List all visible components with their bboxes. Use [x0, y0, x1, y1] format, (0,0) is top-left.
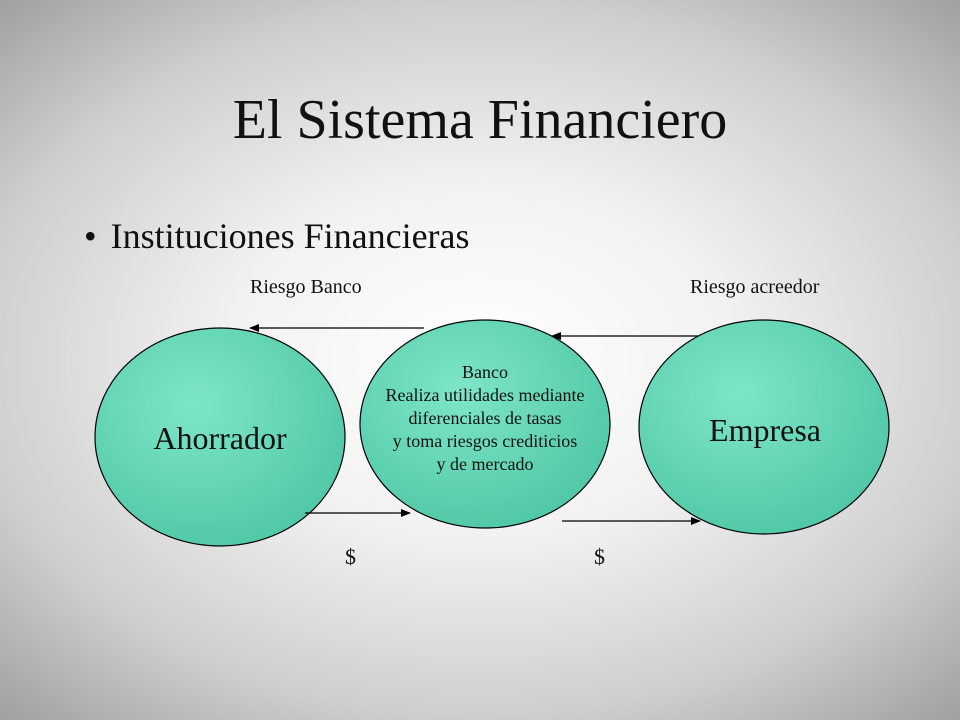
saver-label: Ahorrador — [153, 420, 287, 456]
company-ellipse — [638, 319, 890, 535]
slide-title: El Sistema Financiero — [232, 89, 728, 151]
bank-line: diferenciales de tasas — [408, 408, 562, 428]
bullet-dot: • — [84, 216, 97, 256]
risk-creditor-label: Riesgo acreedor — [690, 276, 820, 298]
bank-line: Banco — [462, 362, 508, 382]
bank-line: y de mercado — [436, 454, 534, 474]
bank-line: y toma riesgos crediticios — [392, 431, 578, 451]
risk-bank-label: Riesgo Banco — [250, 276, 362, 298]
bullet-item: • Instituciones Financieras — [84, 218, 470, 254]
money-label-left: $ — [345, 544, 356, 569]
company-label: Empresa — [709, 412, 821, 448]
bank-line: Realiza utilidades mediante — [385, 385, 585, 405]
saver-ellipse — [94, 327, 346, 547]
bank-description: Banco Realiza utilidades mediante difere… — [340, 361, 630, 476]
money-label-right: $ — [594, 544, 605, 569]
bullet-text: Instituciones Financieras — [110, 216, 470, 256]
bank-ellipse — [359, 319, 611, 529]
